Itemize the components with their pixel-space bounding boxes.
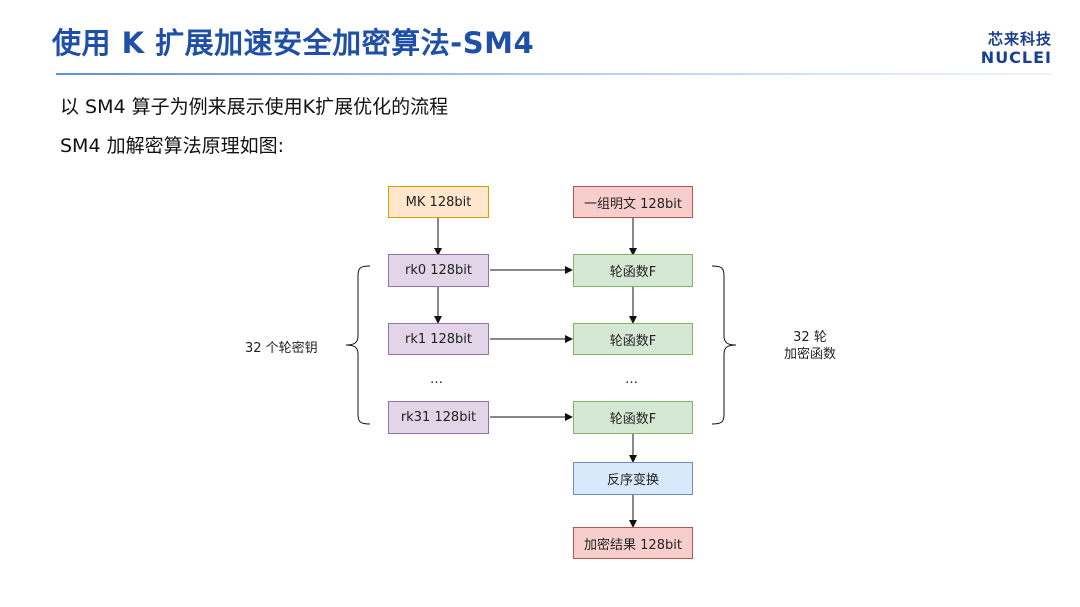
round-function-box-0: 轮函数F	[573, 254, 693, 287]
round-functions-label: 32 轮 加密函数	[774, 329, 846, 363]
logo-text-cn: 芯来科技	[987, 30, 1052, 48]
logo-text-en: NUCLEI	[980, 48, 1052, 67]
result-box: 加密结果 128bit	[573, 527, 693, 559]
round-functions-label-line2: 加密函数	[783, 347, 836, 362]
rk1-box: rk1 128bit	[388, 323, 489, 355]
round-function-box-31: 轮函数F	[573, 401, 693, 434]
title-divider	[56, 73, 1052, 75]
reverse-transform-box: 反序变换	[573, 462, 693, 495]
intro-text: 以 SM4 算子为例来展示使用K扩展优化的流程	[60, 96, 449, 118]
company-logo: 芯来科技 NUCLEI	[981, 30, 1052, 68]
key-ellipsis: …	[430, 372, 443, 387]
round-ellipsis: …	[625, 372, 638, 387]
left-brace	[345, 265, 371, 425]
round-keys-label: 32 个轮密钥	[245, 341, 318, 356]
diagram-caption: SM4 加解密算法原理如图:	[60, 135, 284, 157]
mk-box: MK 128bit	[388, 186, 489, 218]
round-function-box-1: 轮函数F	[573, 323, 693, 355]
right-brace	[711, 265, 737, 425]
rk0-box: rk0 128bit	[388, 254, 489, 287]
plaintext-box: 一组明文 128bit	[573, 186, 693, 218]
page-title: 使用 K 扩展加速安全加密算法-SM4	[52, 26, 535, 60]
round-functions-label-line1: 32 轮	[793, 330, 827, 345]
rk31-box: rk31 128bit	[388, 401, 489, 434]
